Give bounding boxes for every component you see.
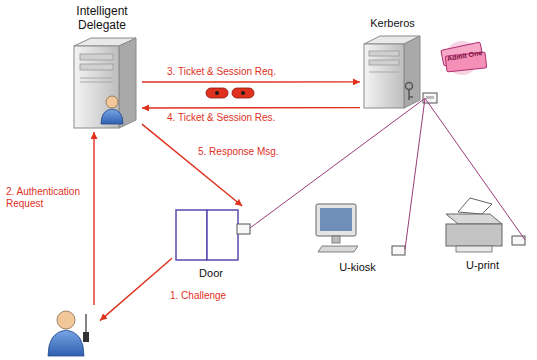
node-label: Kerberos: [353, 16, 433, 30]
network-box: [423, 93, 437, 103]
step-label: 3. Ticket & Session Req.: [165, 66, 278, 78]
request-arrow: [142, 81, 360, 82]
user-person-icon: [48, 311, 89, 356]
kiosk-node: U-kiosk: [310, 200, 405, 258]
printer-icon: [446, 198, 525, 252]
agent-person-icon: [101, 96, 123, 124]
user-node: [44, 305, 100, 357]
auth-request-arrow: [93, 132, 94, 305]
response-arrow: [142, 124, 242, 206]
ticket-icon: [441, 41, 487, 75]
node-label: U-print: [443, 258, 523, 272]
step-label: 5. Response Msg.: [196, 146, 281, 158]
network-line: [405, 98, 425, 249]
step-label: 2. Authentication Request: [4, 186, 90, 210]
step-label: 1. Challenge: [168, 290, 228, 302]
response-arrow: [142, 107, 360, 109]
door-icon: [176, 210, 250, 260]
challenge-arrow: [100, 258, 172, 320]
server-icon: [74, 38, 136, 128]
door-node: Door: [172, 206, 250, 264]
kiosk-icon: [316, 204, 405, 255]
node-label: U-kiosk: [318, 260, 398, 274]
node-label: Intelligent Delegate: [62, 4, 142, 32]
server-icon: [364, 36, 420, 108]
node-label: Door: [176, 266, 246, 280]
printer-node: U-print: [440, 196, 525, 256]
network-line: [425, 98, 525, 240]
kerberos-server: Kerberos: [360, 32, 425, 110]
delegate-server: Intelligent Delegate: [62, 34, 142, 132]
ticket-capsule: [206, 88, 254, 98]
key-icon: [406, 83, 414, 101]
step-label: 4. Ticket & Session Res.: [165, 112, 277, 124]
